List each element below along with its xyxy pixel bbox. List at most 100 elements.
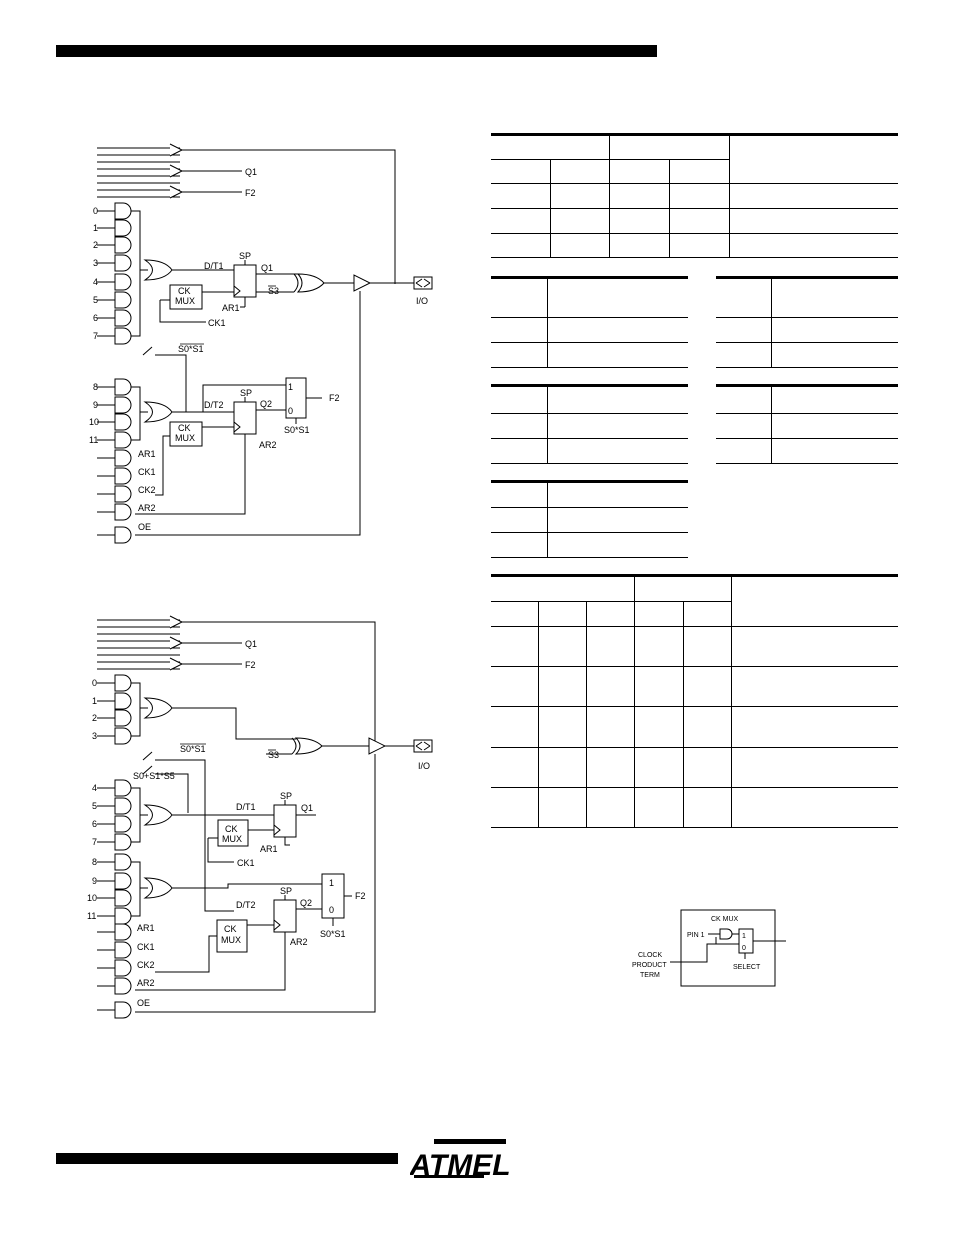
s1-switch-label: S0*S1 <box>178 344 204 354</box>
s2-feedback-f2: F2 <box>245 660 256 670</box>
s2-term: 1 <box>92 696 97 706</box>
option-table-d <box>716 384 898 464</box>
s1-term: 2 <box>93 240 98 250</box>
s1-reg2-reset: AR2 <box>259 440 277 450</box>
s2-control: OE <box>137 998 150 1008</box>
s2-f2mux-in1: 1 <box>329 878 334 888</box>
s2-term: 8 <box>92 857 97 867</box>
s2-reg1-clock: CK1 <box>237 858 255 868</box>
s1-term: 6 <box>93 313 98 323</box>
s2-ckmux1-line2: MUX <box>222 834 242 844</box>
s1-term: 1 <box>93 223 98 233</box>
ckmux-detail-in1: 1 <box>742 933 746 940</box>
s1-term: 3 <box>93 258 98 268</box>
s1-ckmux2-line2: MUX <box>175 433 195 443</box>
s2-term: 11 <box>87 911 96 921</box>
s2-ckmux2-line2: MUX <box>221 935 241 945</box>
s1-reg2-input: D/T2 <box>204 400 224 410</box>
s1-ckmux-line2: MUX <box>175 296 195 306</box>
s2-ckmux1-line1: CK <box>225 824 238 834</box>
s1-reg1-reset: AR1 <box>222 303 240 313</box>
s1-term: 11 <box>89 435 98 445</box>
s1-reg2-preset: SP <box>240 388 252 398</box>
footer-bar <box>56 1153 398 1164</box>
ckmux-detail-title: CK MUX <box>711 916 739 923</box>
s2-reg2-output: Q2 <box>300 898 312 908</box>
s1-ckmux2-line1: CK <box>178 423 191 433</box>
s2-reg1-preset: SP <box>280 791 292 801</box>
s2-term: 7 <box>92 837 97 847</box>
s1-f2mux-in1: 1 <box>288 382 293 392</box>
s2-f2mux-select: S0*S1 <box>320 929 346 939</box>
schematic-1 <box>97 143 433 536</box>
config-table-1 <box>491 133 898 258</box>
s2-term: 6 <box>92 819 97 829</box>
option-table-c <box>491 384 688 464</box>
config-table-2 <box>491 574 898 828</box>
s1-reg1-clock: CK1 <box>208 318 226 328</box>
s1-term: 10 <box>89 417 99 427</box>
s1-term: 5 <box>93 295 98 305</box>
s2-reg2-preset: SP <box>280 886 292 896</box>
s1-control: OE <box>138 522 151 532</box>
s2-term: 5 <box>92 801 97 811</box>
s1-control: AR2 <box>138 503 156 513</box>
s2-reg1-output: Q1 <box>301 803 313 813</box>
ckmux-detail-clock: CLOCK <box>638 952 662 959</box>
s1-term: 4 <box>93 277 98 287</box>
s2-term: 3 <box>92 731 97 741</box>
s1-control: CK1 <box>138 467 156 477</box>
s2-control: CK2 <box>137 960 155 970</box>
s1-reg1-preset: SP <box>239 251 251 261</box>
s2-term: 0 <box>92 678 97 688</box>
schematic-2 <box>97 615 433 1013</box>
s1-f2mux-select: S0*S1 <box>284 425 310 435</box>
s1-control: CK2 <box>138 485 156 495</box>
s1-feedback-q1: Q1 <box>245 167 257 177</box>
s1-ckmux-line1: CK <box>178 286 191 296</box>
s1-io-label: I/O <box>416 296 428 306</box>
ckmux-detail-select: SELECT <box>733 964 761 971</box>
ck-mux-detail <box>670 909 786 987</box>
ckmux-detail-term: TERM <box>640 972 660 979</box>
ckmux-detail-pin: PIN 1 <box>687 932 705 939</box>
s2-reg2-reset: AR2 <box>290 937 308 947</box>
s1-term: 0 <box>93 206 98 216</box>
s2-ckmux2-line1: CK <box>224 924 237 934</box>
s2-control: AR1 <box>137 923 155 933</box>
and-array-1 <box>114 202 132 544</box>
s1-reg2-output: Q2 <box>260 399 272 409</box>
header-bar <box>56 45 657 57</box>
ckmux-detail-product: PRODUCT <box>632 962 667 969</box>
s1-term: 9 <box>93 400 98 410</box>
s2-f2mux-output: F2 <box>355 891 366 901</box>
s2-term: 9 <box>92 876 97 886</box>
s1-f2mux-output: F2 <box>329 393 340 403</box>
s2-f2mux-in0: 0 <box>329 905 334 915</box>
s2-xor-select: S3 <box>268 750 279 760</box>
option-table-b <box>716 276 898 368</box>
s2-term: 4 <box>92 783 97 793</box>
s1-reg1-output: Q1 <box>261 263 273 273</box>
s2-reg1-input: D/T1 <box>236 802 256 812</box>
s2-steer-label: S0+S1*S5 <box>133 771 175 781</box>
atmel-logo: ATMEL <box>410 1139 510 1181</box>
s2-reg2-input: D/T2 <box>236 900 256 910</box>
s1-term: 8 <box>93 382 98 392</box>
s2-switch-label: S0*S1 <box>180 744 206 754</box>
s2-reg1-reset: AR1 <box>260 844 278 854</box>
s1-feedback-f2: F2 <box>245 188 256 198</box>
s1-term: 7 <box>93 331 98 341</box>
s1-f2mux-in0: 0 <box>288 406 293 416</box>
s1-control: AR1 <box>138 449 156 459</box>
s1-reg1-input: D/T1 <box>204 261 224 271</box>
s2-control: AR2 <box>137 978 155 988</box>
s2-feedback-q1: Q1 <box>245 639 257 649</box>
s1-xor-select: S3 <box>268 286 279 296</box>
s2-control: CK1 <box>137 942 155 952</box>
and-array-2 <box>114 674 132 1019</box>
option-table-a <box>491 276 688 368</box>
s2-term: 2 <box>92 713 97 723</box>
s2-term: 10 <box>87 893 97 903</box>
